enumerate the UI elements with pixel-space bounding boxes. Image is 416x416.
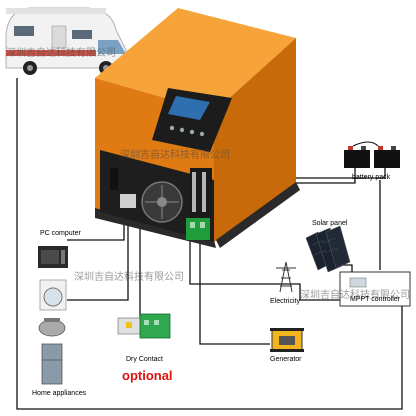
panel-button bbox=[179, 127, 185, 133]
home-appliances-label: Home appliances bbox=[32, 390, 87, 397]
solar-panel-label: Solar panel bbox=[312, 220, 348, 227]
panel-button bbox=[189, 129, 195, 135]
dry-contact-relay-image bbox=[117, 313, 171, 339]
generator-label: Generator bbox=[270, 356, 302, 363]
rv-stripe bbox=[6, 50, 96, 56]
home-appliances-image bbox=[38, 246, 68, 385]
wire-electricity bbox=[189, 240, 286, 285]
wire-generator bbox=[199, 228, 270, 345]
watermark: 深圳吉自达科技有限公司 bbox=[300, 290, 410, 301]
windshield bbox=[98, 40, 126, 54]
pc-computer-label: PC computer bbox=[40, 230, 81, 237]
watermark: 深圳吉自达科技有限公司 bbox=[6, 48, 116, 59]
battery-terminal bbox=[202, 172, 206, 212]
rv-window bbox=[14, 26, 34, 36]
refrigerator-icon bbox=[41, 343, 63, 385]
motorhome-image bbox=[5, 7, 127, 75]
mppt-controller-box bbox=[339, 271, 411, 307]
wire-washer bbox=[67, 208, 129, 301]
inverter-image bbox=[95, 8, 300, 248]
green-terminal-block bbox=[186, 218, 210, 240]
outer-wire-loop bbox=[16, 78, 403, 410]
power-switch bbox=[110, 168, 118, 190]
battery-terminal bbox=[192, 172, 196, 212]
lcd-display bbox=[168, 96, 210, 120]
wire-mppt-link bbox=[286, 283, 340, 301]
cooker-icon bbox=[38, 319, 66, 337]
ac-terminal bbox=[120, 194, 136, 208]
solar-panel-image bbox=[305, 225, 351, 273]
optional-label: optional bbox=[122, 368, 173, 383]
panel-button bbox=[199, 131, 205, 137]
watermark: 深圳吉自达科技有限公司 bbox=[74, 272, 184, 283]
electricity-pylon-icon bbox=[276, 261, 296, 293]
dry-contact-label: Dry Contact bbox=[126, 356, 163, 363]
battery-pack-image bbox=[344, 141, 400, 168]
battery-cell bbox=[344, 150, 370, 168]
rv-door bbox=[51, 25, 67, 49]
inverter-side bbox=[214, 38, 296, 242]
electricity-label: Electricity bbox=[270, 298, 300, 305]
battery-pack-label: battery pack bbox=[352, 174, 391, 181]
mppt-controller-label: MPPT controller bbox=[350, 296, 401, 303]
panel-button bbox=[169, 125, 175, 131]
generator-image bbox=[270, 328, 304, 352]
inverter-top bbox=[95, 8, 296, 112]
rv-window bbox=[72, 30, 92, 39]
watermark: 深圳吉自达科技有限公司 bbox=[120, 150, 230, 161]
battery-cell bbox=[374, 150, 400, 168]
control-panel bbox=[152, 88, 232, 152]
inverter-base-rail bbox=[216, 182, 300, 248]
